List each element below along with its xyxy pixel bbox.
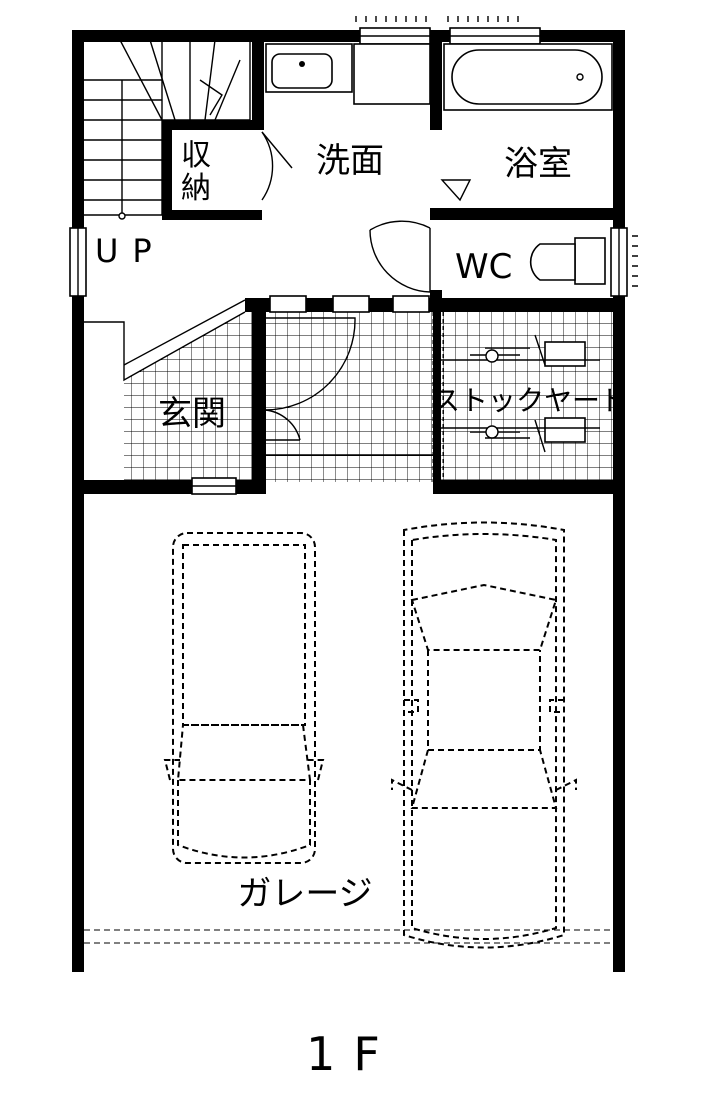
- staircase: [84, 39, 251, 382]
- label-entrance: 玄関: [158, 394, 226, 434]
- fixtures: [261, 43, 613, 482]
- car-left: [163, 532, 325, 864]
- label-garage: ガレージ: [237, 874, 372, 914]
- label-up: UP: [95, 232, 166, 270]
- label-storage-line2: 納: [181, 171, 211, 206]
- floor-label: 1F: [306, 1027, 398, 1081]
- label-stockyard: ストックヤード: [432, 384, 628, 417]
- label-bathroom: 浴室: [504, 144, 572, 184]
- tile-floor: [124, 312, 613, 482]
- label-wc: WC: [455, 247, 512, 287]
- label-washroom: 洗面: [316, 141, 384, 181]
- bicycle-icon: [440, 334, 600, 367]
- label-storage-line1: 収: [181, 138, 211, 173]
- car-right: [391, 521, 577, 949]
- windows: [69, 16, 638, 495]
- bicycle-icon: [440, 417, 600, 453]
